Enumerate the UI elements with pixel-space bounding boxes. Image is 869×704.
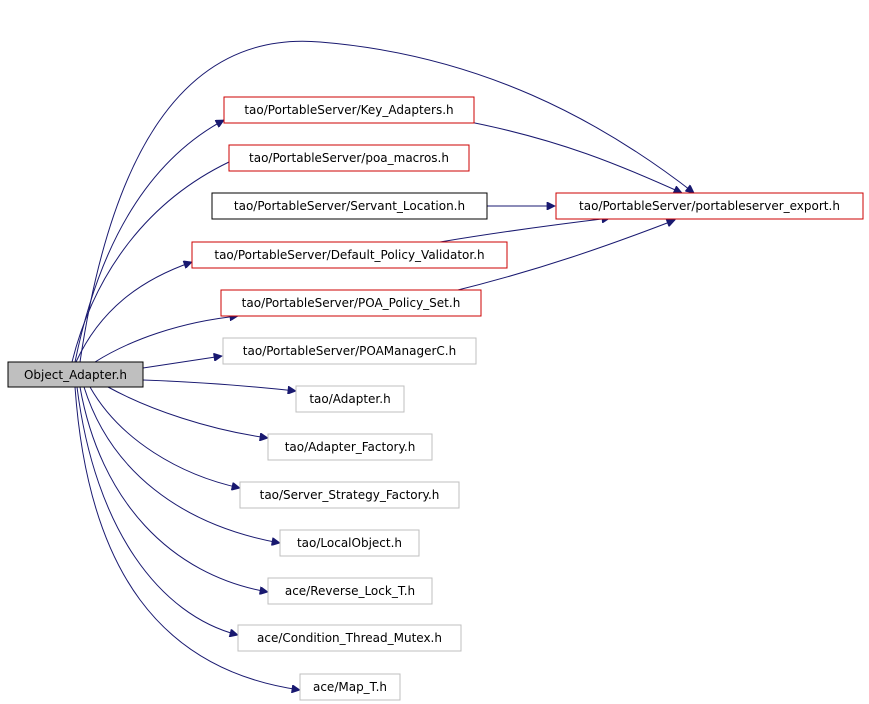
edge-object-adapter-to-map-t [74,386,300,690]
node-box [279,529,420,557]
node-label: tao/Adapter.h [309,392,390,406]
edge-object-adapter-to-adapter [142,379,296,391]
root-node-box [7,361,144,388]
node-box [237,624,462,652]
edge-object-adapter-to-condition-thread-mutex [76,386,238,635]
node-portableserver-export[interactable]: tao/PortableServer/portableserver_export… [555,192,864,220]
node-box [191,241,508,269]
node-label: tao/PortableServer/Key_Adapters.h [244,103,453,117]
node-label: tao/PortableServer/Default_Policy_Valida… [214,248,484,262]
node-box [555,192,864,220]
node-poamanagerc[interactable]: tao/PortableServer/POAManagerC.h [222,337,477,365]
node-box [223,96,475,124]
edge-object-adapter-to-portableserver-export [79,40,694,363]
node-poa-macros[interactable]: tao/PortableServer/poa_macros.h [228,144,470,172]
edge-object-adapter-to-poa-policy-set [94,316,238,363]
node-label: ace/Map_T.h [313,680,387,694]
edge-object-adapter-to-default-policy-validator [75,262,192,363]
node-label: tao/Server_Strategy_Factory.h [260,488,440,502]
edge-object-adapter-to-server-strategy-factory [89,386,240,488]
edge-object-adapter-to-localobject [83,386,280,543]
edge-default-policy-validator-to-portableserver-export [439,218,610,243]
node-poa-policy-set[interactable]: tao/PortableServer/POA_Policy_Set.h [220,289,482,317]
edge-key-adapters-to-portableserver-export [469,121,682,193]
edge-object-adapter-to-poamanagerc [142,356,222,369]
node-reverse-lock[interactable]: ace/Reverse_Lock_T.h [267,577,433,605]
node-label: tao/LocalObject.h [297,536,402,550]
root-node-label: Object_Adapter.h [24,368,127,382]
node-label: tao/PortableServer/POA_Policy_Set.h [242,296,461,310]
node-adapter-factory[interactable]: tao/Adapter_Factory.h [267,433,433,461]
node-label: tao/Adapter_Factory.h [285,440,416,454]
node-label: tao/PortableServer/POAManagerC.h [243,344,456,358]
node-box [220,289,482,317]
node-box [295,385,405,413]
node-label: tao/PortableServer/Servant_Location.h [234,199,465,213]
edge-object-adapter-to-reverse-lock [79,386,268,592]
node-condition-thread-mutex[interactable]: ace/Condition_Thread_Mutex.h [237,624,462,652]
node-label: ace/Reverse_Lock_T.h [285,584,415,598]
root-node[interactable]: Object_Adapter.h [7,361,144,388]
node-server-strategy-factory[interactable]: tao/Server_Strategy_Factory.h [239,481,460,509]
node-key-adapters[interactable]: tao/PortableServer/Key_Adapters.h [223,96,475,124]
node-label: tao/PortableServer/poa_macros.h [249,151,449,165]
node-box [228,144,470,172]
node-map-t[interactable]: ace/Map_T.h [299,673,401,701]
node-adapter[interactable]: tao/Adapter.h [295,385,405,413]
node-box [267,577,433,605]
node-servant-location[interactable]: tao/PortableServer/Servant_Location.h [211,192,488,220]
node-box [267,433,433,461]
edge-poa-policy-set-to-portableserver-export [449,220,675,293]
edge-object-adapter-to-poa-macros [71,161,230,363]
node-label: ace/Condition_Thread_Mutex.h [257,631,442,645]
edge-object-adapter-to-adapter-factory [107,386,268,438]
node-box [239,481,460,509]
node-box [299,673,401,701]
node-label: tao/PortableServer/portableserver_export… [579,199,840,213]
node-box [211,192,488,220]
node-localobject[interactable]: tao/LocalObject.h [279,529,420,557]
node-default-policy-validator[interactable]: tao/PortableServer/Default_Policy_Valida… [191,241,508,269]
node-box [222,337,477,365]
edges [71,40,694,690]
